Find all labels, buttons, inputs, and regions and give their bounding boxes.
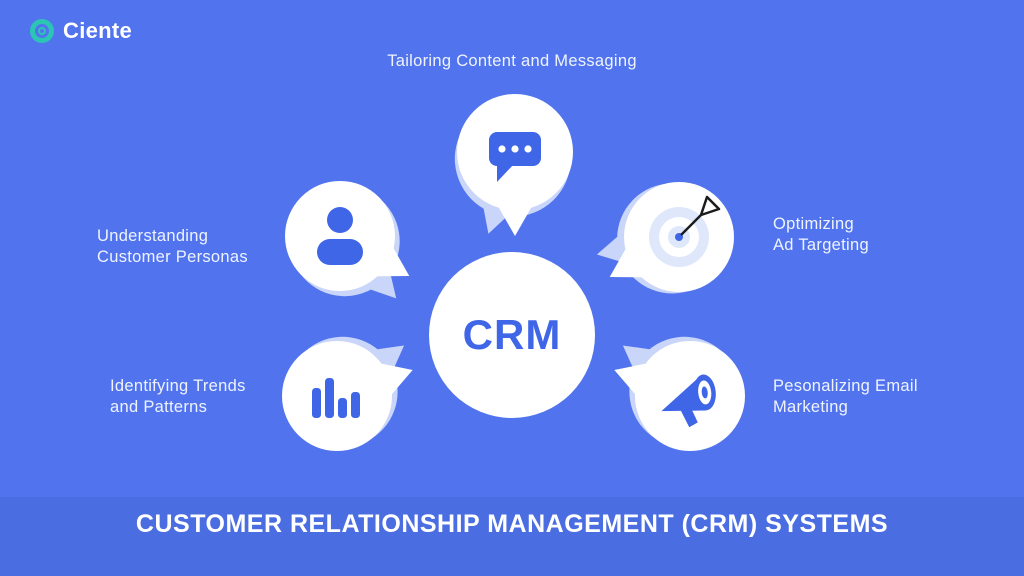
megaphone-icon: [661, 374, 716, 428]
node-tailoring-content: [454, 94, 573, 236]
label-ad-targeting: Optimizing Ad Targeting: [773, 215, 869, 254]
ciente-logo: Ciente: [30, 18, 132, 44]
node-email-marketing: [614, 336, 745, 451]
node-circle: [282, 341, 392, 451]
logo-text: Ciente: [63, 18, 133, 43]
label-tailoring-content: Tailoring Content and Messaging: [387, 52, 637, 70]
user-icon: [317, 207, 363, 265]
label-customer-personas: Understanding Customer Personas: [97, 227, 248, 266]
ciente-ring-icon: [30, 19, 54, 43]
center-label: CRM: [462, 311, 562, 358]
node-customer-personas: [285, 181, 410, 299]
footer-title: CUSTOMER RELATIONSHIP MANAGEMENT (CRM) S…: [135, 510, 889, 538]
pointer-tail: [495, 201, 535, 236]
label-trends-patterns: Identifying Trends and Patterns: [110, 377, 246, 416]
node-trends-patterns: [282, 336, 413, 451]
node-circle: [285, 181, 395, 291]
node-ad-targeting: [596, 182, 734, 294]
label-email-marketing: Pesonalizing Email Marketing: [773, 377, 918, 416]
center-node-crm: CRM: [429, 252, 595, 418]
chat-bubble-icon: [489, 132, 541, 182]
dart-target-icon: [649, 195, 721, 267]
footer-band: CUSTOMER RELATIONSHIP MANAGEMENT (CRM) S…: [0, 497, 1024, 576]
bar-chart-icon: [312, 378, 360, 418]
